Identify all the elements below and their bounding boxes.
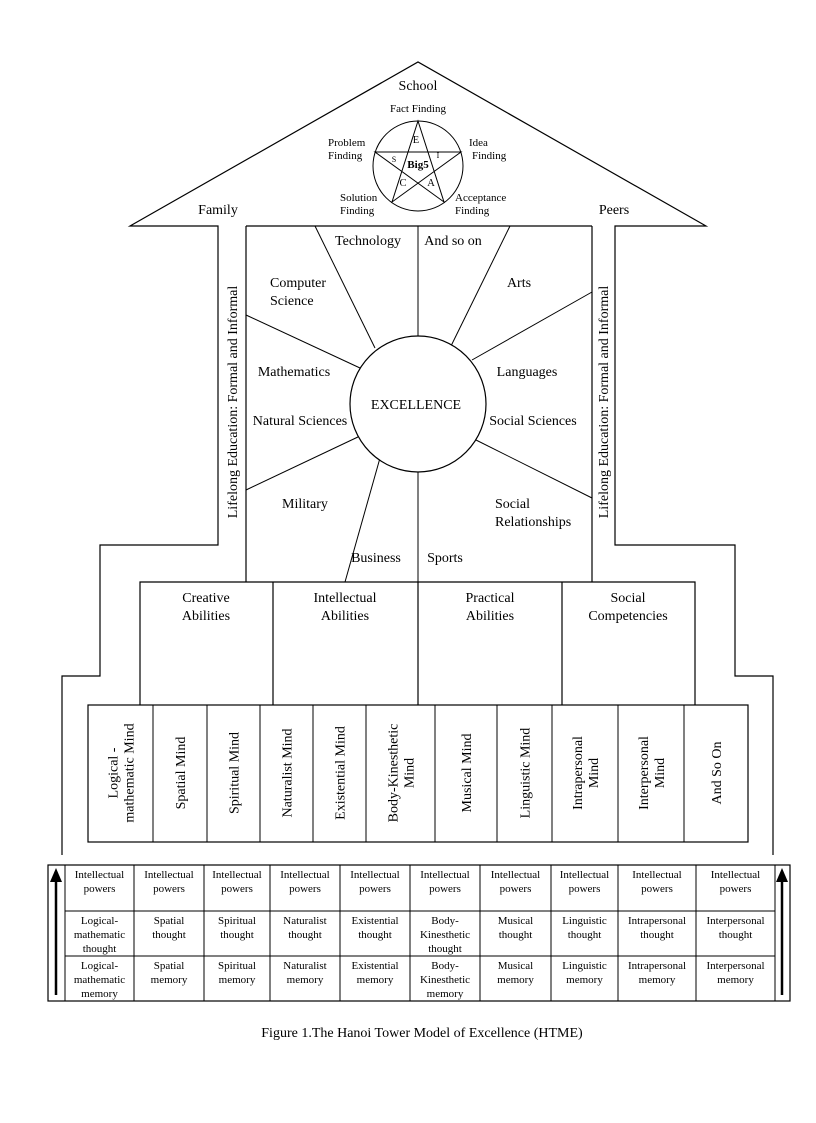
minds-box xyxy=(87,704,749,843)
lifelong-education-left: Lifelong Education: Formal and Informal xyxy=(226,286,241,519)
up-arrow-left xyxy=(50,868,62,995)
idea-finding-label: Idea Finding xyxy=(469,137,507,162)
domain-computer-science: Computer Science xyxy=(270,276,330,309)
mind-label: InterpersonalMind xyxy=(637,736,668,810)
domain-social-relationships: Social Relationships xyxy=(495,497,571,530)
acceptance-finding-label: Acceptance Finding xyxy=(455,192,509,217)
house-outline xyxy=(61,61,774,855)
excellence-label: EXCELLENCE xyxy=(371,398,461,413)
big5-center: Big5 xyxy=(407,159,429,171)
figure-caption: Figure 1.The Hanoi Tower Model of Excell… xyxy=(261,1026,583,1041)
abilities-box xyxy=(139,581,696,705)
domain-languages: Languages xyxy=(497,365,558,380)
school-label: School xyxy=(399,79,438,94)
mind-label: Linguistic Mind xyxy=(519,728,534,819)
big5-letter-e: E xyxy=(413,135,419,146)
peers-label: Peers xyxy=(599,203,629,218)
mind-label: Logical -mathematic Mind xyxy=(107,723,138,822)
big5-letter-c: C xyxy=(399,178,406,189)
domain-mathematics: Mathematics xyxy=(258,365,330,380)
mind-label: Existential Mind xyxy=(334,726,349,820)
mind-label: Spiritual Mind xyxy=(228,732,243,814)
mind-label: Body-KinestheticMind xyxy=(387,724,418,823)
big5-letter-a: A xyxy=(427,178,435,189)
mind-label: And So On xyxy=(710,741,725,804)
mind-label: IntrapersonalMind xyxy=(571,736,602,810)
up-arrow-right xyxy=(776,868,788,995)
domain-sports: Sports xyxy=(427,551,463,566)
solution-finding-label: Solution Finding xyxy=(340,192,380,217)
table-frame xyxy=(47,864,791,1002)
excellence-circle xyxy=(349,335,487,473)
mind-label: Naturalist Mind xyxy=(281,728,296,817)
mind-label: Spatial Mind xyxy=(174,737,189,810)
domain-natural-sciences: Natural Sciences xyxy=(253,414,347,429)
minds-cells: Logical -mathematic Mind Spatial Mind Spir… xyxy=(107,705,725,842)
big5-letter-s: S xyxy=(392,155,396,164)
fact-finding-label: Fact Finding xyxy=(390,103,446,115)
domain-business: Business xyxy=(351,551,401,566)
big5-letter-i: I xyxy=(437,151,440,160)
mind-label: Musical Mind xyxy=(460,734,475,813)
domain-military: Military xyxy=(282,497,328,512)
domain-and-so-on: And so on xyxy=(424,234,482,249)
big5-star xyxy=(373,119,463,204)
lifelong-education-right: Lifelong Education: Formal and Informal xyxy=(597,286,612,519)
excellence-rays xyxy=(245,225,593,583)
problem-finding-label: Problem Finding xyxy=(328,137,368,162)
domain-social-sciences: Social Sciences xyxy=(489,414,576,429)
domain-technology: Technology xyxy=(335,234,401,249)
domain-arts: Arts xyxy=(507,276,531,291)
family-label: Family xyxy=(198,203,238,218)
